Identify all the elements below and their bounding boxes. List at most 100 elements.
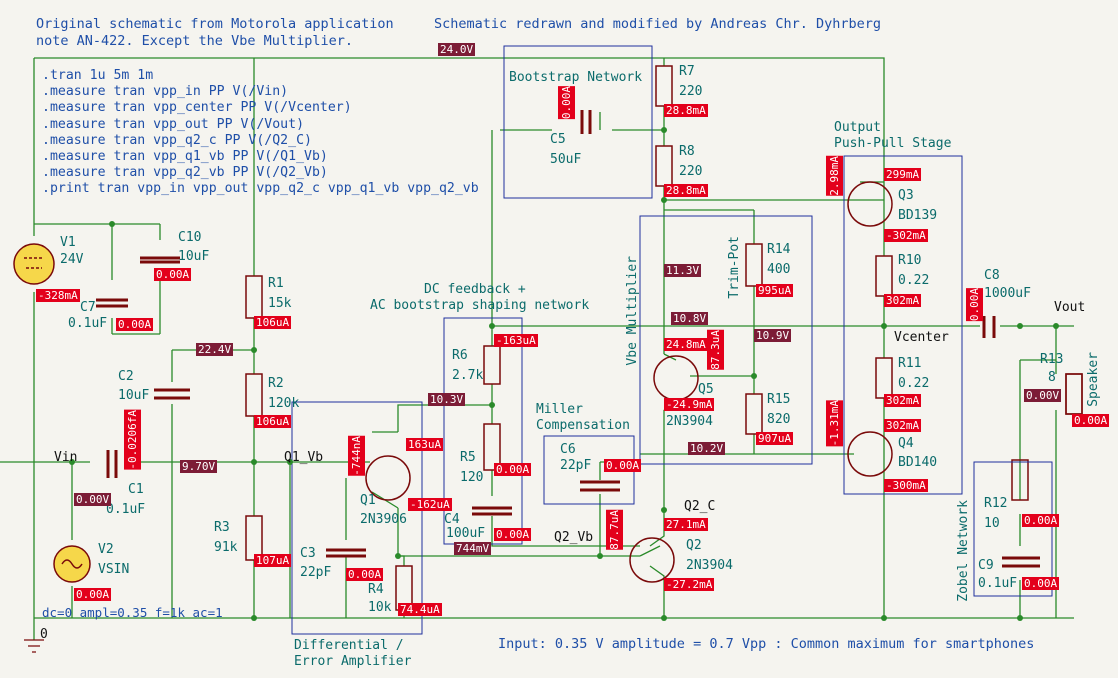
c8-value: 1000uF: [984, 286, 1031, 301]
spice-line: .measure tran vpp_out PP V(/Vout): [42, 116, 305, 132]
current-probe: 24.8mA: [664, 338, 708, 351]
c5-value: 50uF: [550, 152, 582, 167]
spice-line: .measure tran vpp_in PP V(/Vin): [42, 84, 289, 100]
q1-symbol: [365, 455, 411, 501]
current-probe: -163uA: [494, 334, 538, 347]
r7-ref: R7: [679, 64, 695, 79]
block-frames: [291, 45, 1053, 635]
r8-ref: R8: [679, 144, 695, 159]
v2-value: VSIN: [98, 562, 130, 577]
current-probe: -1.31mA: [826, 400, 843, 447]
q2-symbol: [629, 537, 675, 583]
r2-value: 120k: [268, 396, 300, 411]
spice-line: .measure tran vpp_q2_vb PP V(/Q2_Vb): [42, 165, 328, 181]
v2-ref: V2: [98, 542, 114, 557]
current-probe: -0.0206fA: [124, 410, 141, 470]
current-probe: 0.00A: [154, 268, 192, 281]
c7-value: 0.1uF: [68, 316, 108, 331]
q3-value: BD139: [898, 208, 938, 223]
c5-ref: C5: [550, 132, 566, 147]
r13-value: 8: [1048, 370, 1056, 385]
footer-note: Input: 0.35 V amplitude = 0.7 Vpp : Comm…: [498, 636, 1035, 652]
c3-ref: C3: [300, 546, 316, 561]
block-title-dcfb-2: AC bootstrap shaping network: [370, 298, 590, 313]
block-title-diff-2: Error Amplifier: [294, 654, 412, 669]
current-probe: 106uA: [254, 415, 292, 428]
net-gnd: 0: [40, 627, 48, 642]
current-probe: 302mA: [884, 419, 922, 432]
c2-ref: C2: [118, 369, 134, 384]
c10-value: 10uF: [178, 249, 210, 264]
r10-value: 0.22: [898, 273, 930, 288]
voltage-probe: 0.00V: [74, 493, 112, 506]
block-title-vbe: Vbe Multiplier: [625, 256, 640, 366]
current-probe: 299mA: [884, 168, 922, 181]
current-probe: -24.9mA: [664, 398, 715, 411]
current-probe: 163uA: [406, 438, 444, 451]
q1-value: 2N3906: [360, 512, 407, 527]
voltage-probe: 10.3V: [428, 393, 466, 406]
net-vout: Vout: [1054, 300, 1086, 315]
net-vin: Vin: [54, 450, 78, 465]
block-title-zobel: Zobel Network: [956, 500, 971, 602]
r1-value: 15k: [268, 296, 292, 311]
c4-ref: C4: [444, 512, 460, 527]
r8-value: 220: [679, 164, 703, 179]
net-q2-vb: Q2_Vb: [554, 530, 594, 545]
q3-symbol: [847, 181, 893, 227]
c1-ref: C1: [128, 482, 144, 497]
r12-value: 10: [984, 516, 1000, 531]
current-probe: 995uA: [756, 284, 794, 297]
current-probe: 0.00A: [74, 588, 112, 601]
r1-ref: R1: [268, 276, 284, 291]
v1-ref: V1: [60, 235, 76, 250]
block-title-trim: Trim-Pot: [727, 236, 742, 299]
speaker-label: Speaker: [1086, 352, 1101, 407]
c9-ref: C9: [978, 558, 994, 573]
current-probe: 74.4uA: [398, 603, 442, 616]
redrawn-note: Schematic redrawn and modified by Andrea…: [434, 16, 882, 32]
r14-value: 400: [767, 262, 791, 277]
v2-params: dc=0 ampl=0.35 f=1k ac=1: [42, 605, 223, 620]
c2-value: 10uF: [118, 388, 150, 403]
r3-value: 91k: [214, 540, 238, 555]
current-probe: 0.00A: [116, 318, 154, 331]
c10-ref: C10: [178, 230, 202, 245]
r5-value: 120: [460, 470, 484, 485]
current-probe: 302mA: [884, 394, 922, 407]
current-probe: 0.00A: [1022, 514, 1060, 527]
block-title-diff-1: Differential /: [294, 638, 404, 653]
c8-ref: C8: [984, 268, 1000, 283]
voltage-probe: 11.3V: [664, 264, 702, 277]
q3-ref: Q3: [898, 188, 914, 203]
q4-symbol: [847, 431, 893, 477]
c9-value: 0.1uF: [978, 576, 1018, 591]
current-probe: 87.3uA: [707, 330, 724, 370]
voltage-probe: 0.00V: [1024, 389, 1062, 402]
current-probe: 27.1mA: [664, 518, 708, 531]
block-title-bootstrap: Bootstrap Network: [509, 70, 643, 85]
c6-value: 22pF: [560, 458, 592, 473]
current-probe: -302mA: [884, 229, 928, 242]
r12-ref: R12: [984, 496, 1008, 511]
block-title-dcfb-1: DC feedback +: [424, 282, 526, 297]
r6-ref: R6: [452, 348, 468, 363]
q1-ref: Q1: [360, 493, 376, 508]
q4-value: BD140: [898, 455, 938, 470]
current-probe: 28.8mA: [664, 184, 708, 197]
r10-ref: R10: [898, 253, 922, 268]
current-probe: 87.7uA: [606, 510, 623, 550]
current-probe: 107uA: [254, 554, 292, 567]
r2-ref: R2: [268, 376, 284, 391]
voltage-probe: 10.8V: [671, 312, 709, 325]
spice-line: .print tran vpp_in vpp_out vpp_q2_c vpp_…: [42, 181, 479, 197]
origin-note-line2: note AN-422. Except the Vbe Multiplier.: [36, 33, 353, 49]
current-probe: -162uA: [408, 498, 452, 511]
v1-symbol: [13, 243, 55, 285]
net-vcenter: Vcenter: [894, 330, 949, 345]
current-probe: -27.2mA: [664, 578, 715, 591]
current-probe: 0.00A: [346, 568, 384, 581]
block-title-output-1: Output: [834, 120, 881, 135]
r11-value: 0.22: [898, 376, 930, 391]
q5-symbol: [653, 355, 699, 401]
